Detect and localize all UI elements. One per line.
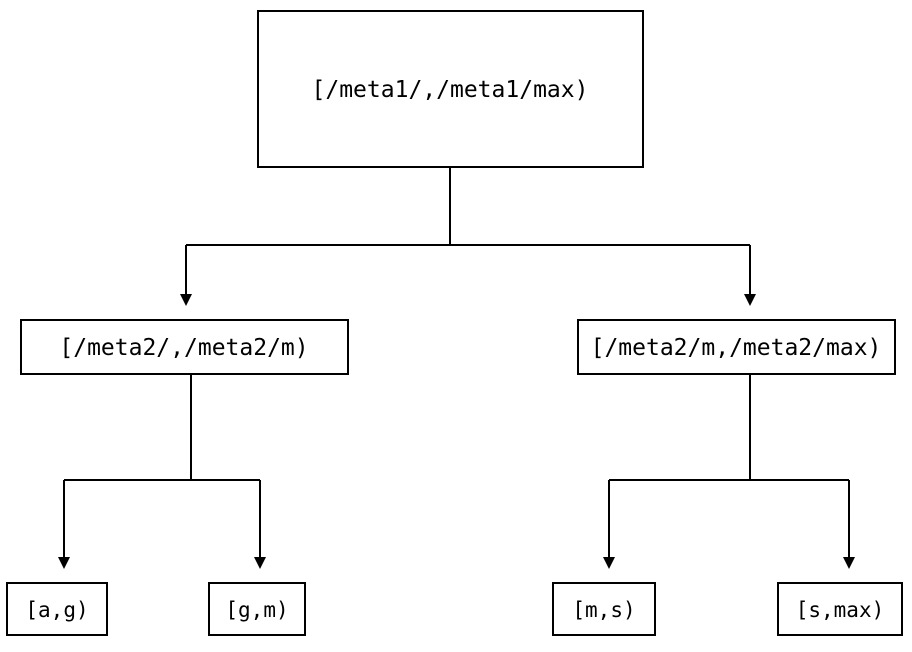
node-leaf-2-box[interactable] — [208, 582, 306, 636]
node-root-box[interactable] — [257, 10, 644, 168]
node-leaf-4-label: [s,max) — [796, 598, 885, 622]
edge-group-root — [180, 167, 756, 306]
node-leaf-2[interactable]: [g,m) — [208, 582, 306, 636]
node-root[interactable]: [/meta1/,/meta1/max) — [257, 10, 644, 168]
node-leaf-1-box[interactable] — [6, 582, 108, 636]
arrowhead-root-to-mid-right — [744, 294, 756, 306]
arrowhead-mid-right-to-leaf-3 — [603, 557, 615, 569]
arrowhead-root-to-mid-left — [180, 294, 192, 306]
arrowhead-mid-left-to-leaf-1 — [58, 557, 70, 569]
node-mid-right-label: [/meta2/m,/meta2/max) — [591, 335, 882, 361]
node-mid-right-box[interactable] — [577, 319, 896, 375]
node-leaf-3[interactable]: [m,s) — [552, 582, 656, 636]
node-leaf-4[interactable]: [s,max) — [777, 582, 903, 636]
edge-group-mid-left — [58, 374, 266, 569]
node-leaf-3-box[interactable] — [552, 582, 656, 636]
node-mid-left-label: [/meta2/,/meta2/m) — [59, 335, 308, 361]
edge-group-mid-right — [603, 374, 855, 569]
node-mid-right[interactable]: [/meta2/m,/meta2/max) — [577, 319, 896, 375]
arrowhead-mid-right-to-leaf-4 — [843, 557, 855, 569]
node-leaf-1-label: [a,g) — [25, 598, 88, 622]
node-mid-left[interactable]: [/meta2/,/meta2/m) — [20, 319, 349, 375]
node-leaf-2-label: [g,m) — [225, 598, 288, 622]
node-mid-left-box[interactable] — [20, 319, 349, 375]
node-leaf-3-label: [m,s) — [572, 598, 635, 622]
node-leaf-4-box[interactable] — [777, 582, 903, 636]
arrowhead-mid-left-to-leaf-2 — [254, 557, 266, 569]
node-leaf-1[interactable]: [a,g) — [6, 582, 108, 636]
node-root-label: [/meta1/,/meta1/max) — [312, 77, 589, 103]
